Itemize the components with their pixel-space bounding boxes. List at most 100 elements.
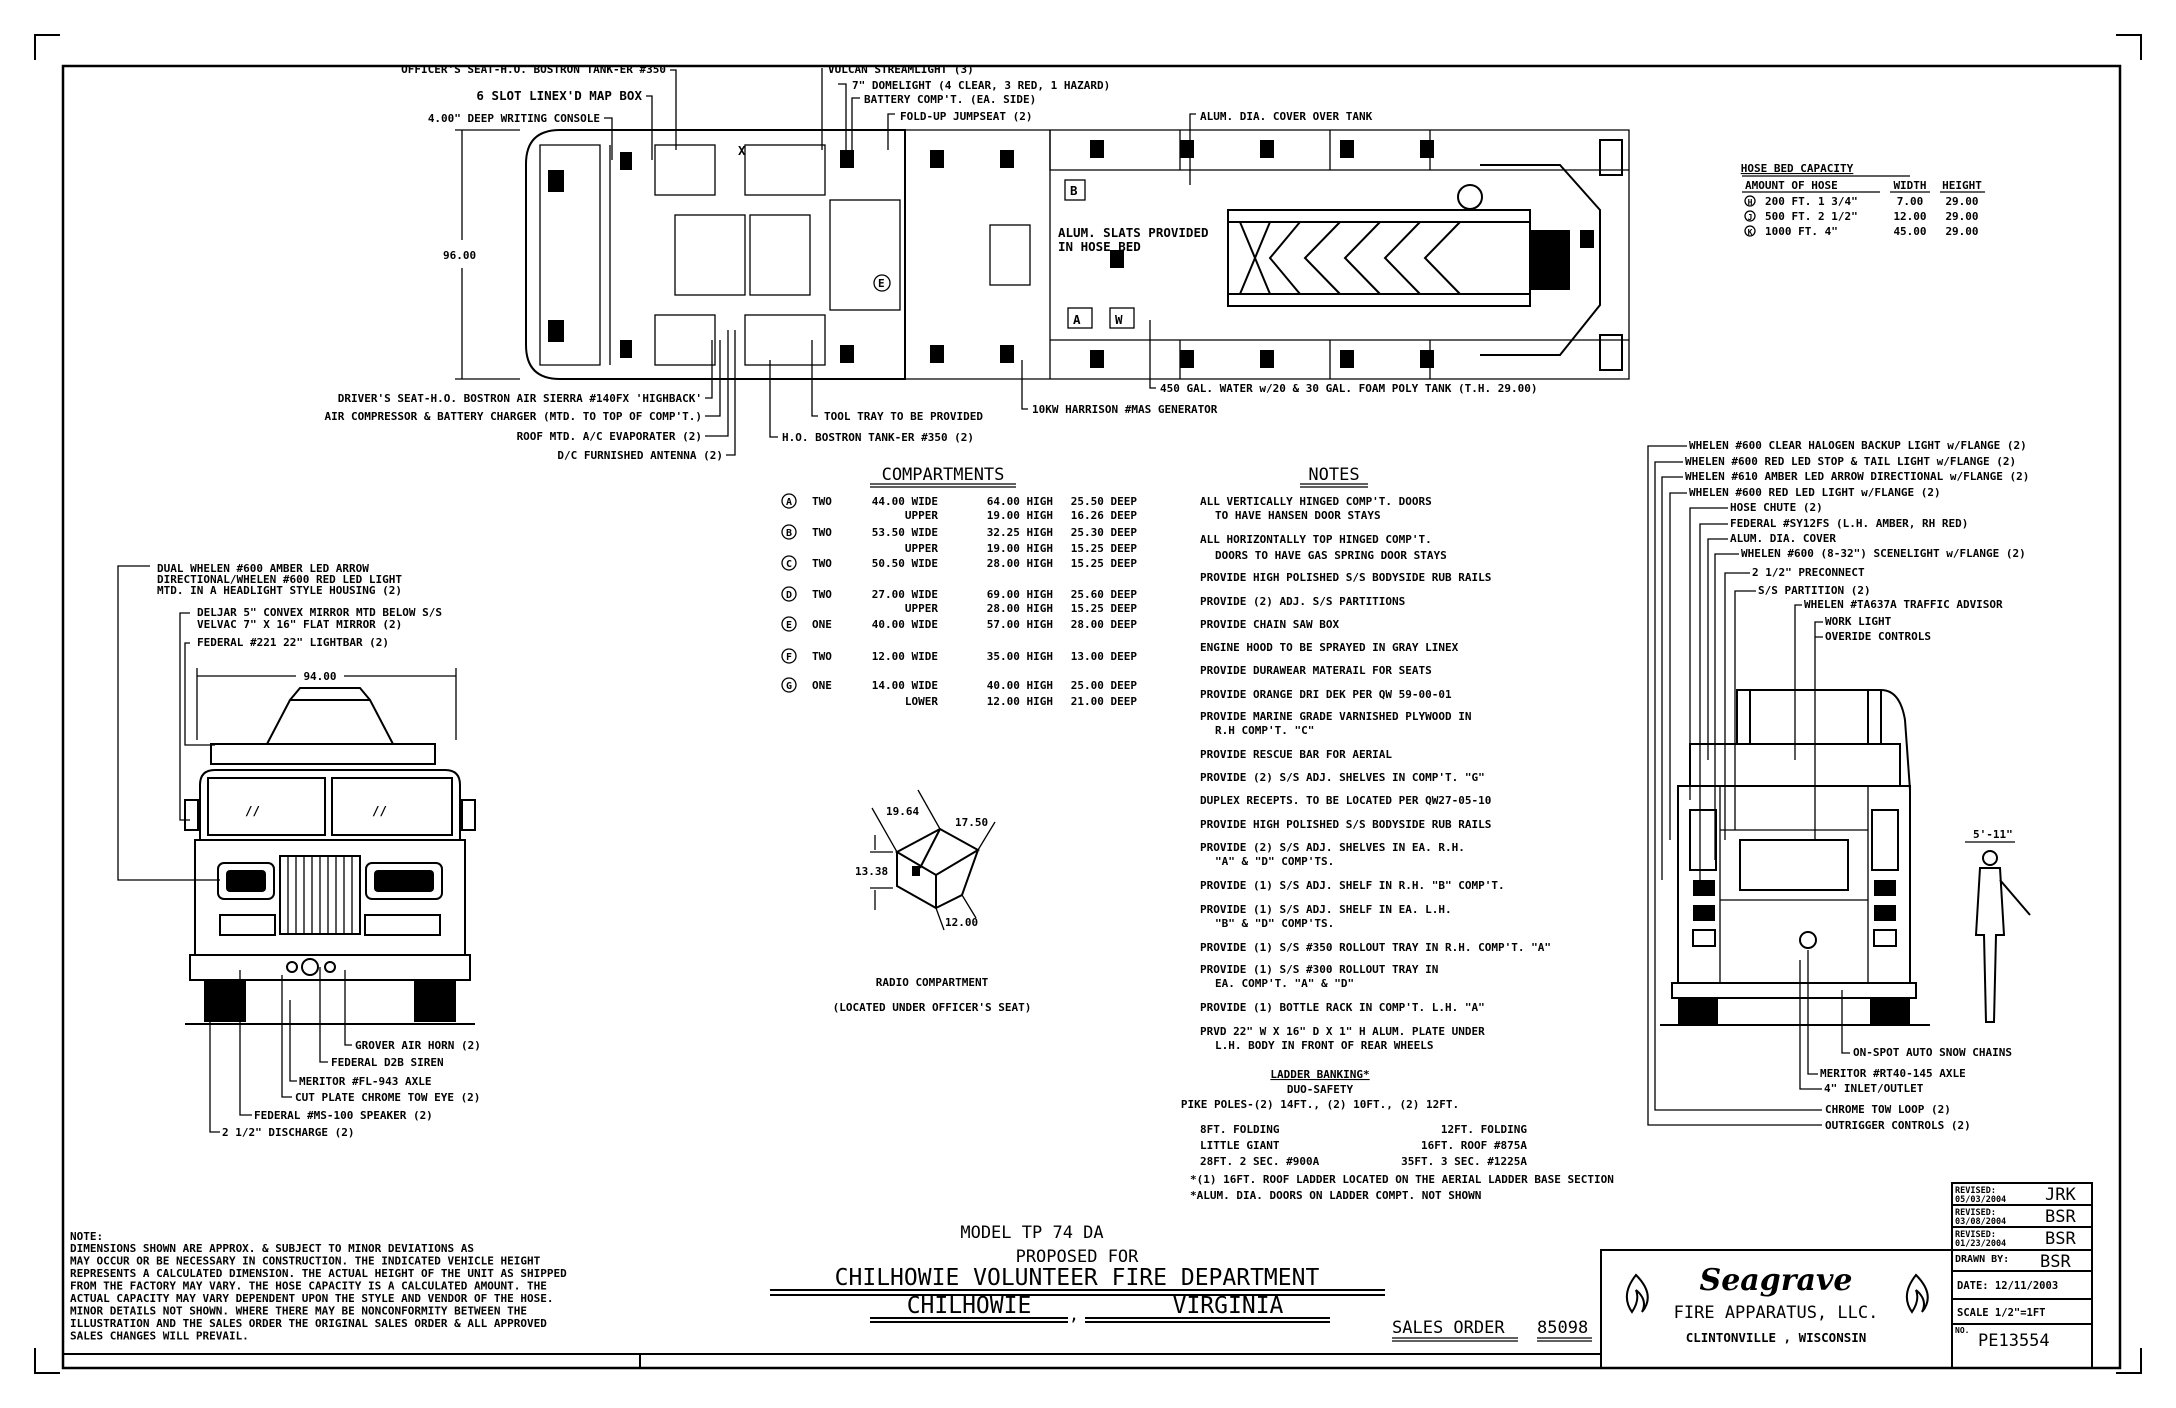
rear-view-labels: WHELEN #600 CLEAR HALOGEN BACKUP LIGHT w… bbox=[1685, 439, 2029, 1132]
compartment-height: 57.00 HIGH bbox=[987, 618, 1053, 631]
label-discharge: 2 1/2" DISCHARGE (2) bbox=[222, 1126, 354, 1139]
label-scenelight: WHELEN #600 (8-32") SCENELIGHT w/FLANGE … bbox=[1741, 547, 2026, 560]
label-ss-partition: S/S PARTITION (2) bbox=[1758, 584, 1871, 597]
note-line: PROVIDE HIGH POLISHED S/S BODYSIDE RUB R… bbox=[1200, 571, 1491, 584]
person-scale-figure: 5'-11" bbox=[1965, 828, 2031, 1023]
label-antenna: D/C FURNISHED ANTENNA (2) bbox=[557, 449, 723, 462]
label-override-controls: OVERIDE CONTROLS bbox=[1825, 630, 1931, 643]
compartment-id: A bbox=[786, 497, 792, 508]
revision-date: 01/23/2004 bbox=[1955, 1239, 2006, 1249]
ladder-banking-subtitle: DUO-SAFETY bbox=[1287, 1083, 1354, 1096]
compartment-id-circle bbox=[781, 586, 797, 602]
label-backup-light: WHELEN #600 CLEAR HALOGEN BACKUP LIGHT w… bbox=[1689, 439, 2027, 452]
hose-amount: 1000 FT. 4" bbox=[1765, 225, 1838, 238]
mark-a: A bbox=[1073, 312, 1081, 327]
sales-order-number: 85098 bbox=[1537, 1318, 1588, 1338]
width-dim-94: 94.00 bbox=[303, 670, 336, 683]
label-work-light: WORK LIGHT bbox=[1825, 615, 1892, 628]
compartment-id-circle bbox=[781, 677, 797, 693]
compartment-height: 35.00 HIGH bbox=[987, 650, 1053, 663]
compartment-depth: 15.25 DEEP bbox=[1071, 602, 1138, 615]
compartment-qty: ONE bbox=[812, 679, 832, 692]
label-air-compressor: AIR COMPRESSOR & BATTERY CHARGER (MTD. T… bbox=[325, 410, 703, 423]
revision-label: REVISED: bbox=[1955, 1230, 1996, 1240]
note-line: TO HAVE HANSEN DOOR STAYS bbox=[1215, 509, 1381, 522]
revision-by: BSR bbox=[2045, 1207, 2076, 1227]
compartment-id: G bbox=[786, 681, 792, 692]
label-inlet-outlet: 4" INLET/OUTLET bbox=[1824, 1082, 1924, 1095]
company-logo: Seagrave bbox=[1700, 1263, 1853, 1298]
note-line: L.H. BODY IN FRONT OF REAR WHEELS bbox=[1215, 1039, 1434, 1052]
dark-latches bbox=[548, 140, 1594, 368]
compartment-depth: 15.25 DEEP bbox=[1071, 542, 1138, 555]
drawn-by-label: DRAWN BY: bbox=[1955, 1254, 2009, 1265]
note-line: ALL VERTICALLY HINGED COMP'T. DOORS bbox=[1200, 495, 1432, 508]
radio-compartment-diagram: 19.64 17.50 13.38 12.00 RADIO COMPARTMEN… bbox=[833, 789, 1032, 1014]
label-alum-dia-cover-tank: ALUM. DIA. COVER OVER TANK bbox=[1200, 110, 1373, 123]
label-jumpseat: FOLD-UP JUMPSEAT (2) bbox=[900, 110, 1032, 123]
radio-dim-13-38: 13.38 bbox=[855, 865, 888, 878]
disclaimer-line: SALES CHANGES WILL PREVAIL. bbox=[70, 1330, 249, 1343]
label-outrigger-controls: OUTRIGGER CONTROLS (2) bbox=[1825, 1119, 1971, 1132]
hose-header-height: HEIGHT bbox=[1942, 179, 1982, 192]
hose-height: 29.00 bbox=[1945, 225, 1978, 238]
hose-header-amount: AMOUNT OF HOSE bbox=[1745, 179, 1838, 192]
city-name: CHILHOWIE bbox=[907, 1293, 1032, 1319]
state-name: VIRGINIA bbox=[1173, 1293, 1284, 1319]
note-line: PROVIDE (2) S/S ADJ. SHELVES IN EA. R.H. bbox=[1200, 841, 1465, 854]
label-lightbar: FEDERAL #221 22" LIGHTBAR (2) bbox=[197, 636, 389, 649]
drawing-date: DATE: 12/11/2003 bbox=[1957, 1280, 2058, 1292]
label-air-horn: GROVER AIR HORN (2) bbox=[355, 1039, 481, 1052]
compartment-id: D bbox=[786, 590, 792, 601]
compartment-depth: 16.26 DEEP bbox=[1071, 509, 1138, 522]
hose-row: J 500 FT. 2 1/2" 12.00 29.00 bbox=[1744, 210, 1979, 223]
revision-label: REVISED: bbox=[1955, 1208, 1996, 1218]
radio-dim-19-64: 19.64 bbox=[886, 805, 919, 818]
disclaimer-note: NOTE: DIMENSIONS SHOWN ARE APPROX. & SUB… bbox=[63, 1230, 641, 1368]
notes-title: NOTES bbox=[1308, 465, 1359, 485]
radio-dim-17-50: 17.50 bbox=[955, 816, 988, 829]
ladder-left: 28FT. 2 SEC. #900A bbox=[1200, 1155, 1320, 1168]
top-view-labels: OFFICER'S SEAT-H.O. BOSTRON TANK-ER #350… bbox=[325, 63, 1538, 462]
compartment-id-circle bbox=[781, 616, 797, 632]
front-view-labels: DUAL WHELEN #600 AMBER LED ARROW DIRECTI… bbox=[157, 562, 481, 1139]
ladder-right: 16FT. ROOF #875A bbox=[1421, 1139, 1527, 1152]
revision-date: 05/03/2004 bbox=[1955, 1195, 2006, 1205]
note-line: PROVIDE RESCUE BAR FOR AERIAL bbox=[1200, 748, 1392, 761]
label-bostron-tanker: H.O. BOSTRON TANK-ER #350 (2) bbox=[782, 431, 974, 444]
hose-bed-note-1: ALUM. SLATS PROVIDED bbox=[1058, 225, 1209, 240]
compartment-width: UPPER bbox=[905, 602, 938, 615]
hose-row-id: J bbox=[1748, 213, 1753, 222]
compartment-id: B bbox=[786, 528, 792, 539]
label-drivers-seat: DRIVER'S SEAT-H.O. BOSTRON AIR SIERRA #1… bbox=[338, 392, 702, 405]
compartment-depth: 28.00 DEEP bbox=[1071, 618, 1138, 631]
note-line: PROVIDE (1) BOTTLE RACK IN COMP'T. L.H. … bbox=[1200, 1001, 1485, 1014]
mark-x: X bbox=[738, 143, 746, 158]
top-view-drawing bbox=[525, 129, 1630, 380]
label-domelight: 7" DOMELIGHT (4 CLEAR, 3 RED, 1 HAZARD) bbox=[852, 79, 1110, 92]
label-preconnect: 2 1/2" PRECONNECT bbox=[1752, 566, 1865, 579]
note-line: PROVIDE (1) S/S ADJ. SHELF IN R.H. "B" C… bbox=[1200, 879, 1505, 892]
revision-date: 03/08/2004 bbox=[1955, 1217, 2006, 1227]
label-federal-sy12fs: FEDERAL #SY12FS (L.H. AMBER, RH RED) bbox=[1730, 517, 1968, 530]
hose-bed-note-2: IN HOSE BED bbox=[1058, 239, 1141, 254]
compartment-id-circle bbox=[781, 648, 797, 664]
compartment-width: 40.00 WIDE bbox=[872, 618, 938, 631]
label-mirror-1: DELJAR 5" CONVEX MIRROR MTD BELOW S/S bbox=[197, 606, 442, 619]
ladder-footnote: *ALUM. DIA. DOORS ON LADDER COMPT. NOT S… bbox=[1190, 1189, 1481, 1202]
rear-view-drawing bbox=[1660, 689, 1930, 1026]
hose-height: 29.00 bbox=[1945, 210, 1978, 223]
label-officers-seat: OFFICER'S SEAT-H.O. BOSTRON TANK-ER #350 bbox=[401, 63, 666, 76]
compartment-id: E bbox=[786, 620, 792, 631]
title-area: MODEL TP 74 DA PROPOSED FOR CHILHOWIE VO… bbox=[640, 1223, 1601, 1355]
revision-by: JRK bbox=[2045, 1185, 2076, 1205]
ladder-banking-title: LADDER BANKING* bbox=[1270, 1068, 1369, 1081]
radio-compartment-subtitle: (LOCATED UNDER OFFICER'S SEAT) bbox=[833, 1001, 1032, 1014]
label-alum-dia-cover: ALUM. DIA. COVER bbox=[1730, 532, 1836, 545]
note-line: R.H COMP'T. "C" bbox=[1215, 724, 1314, 737]
